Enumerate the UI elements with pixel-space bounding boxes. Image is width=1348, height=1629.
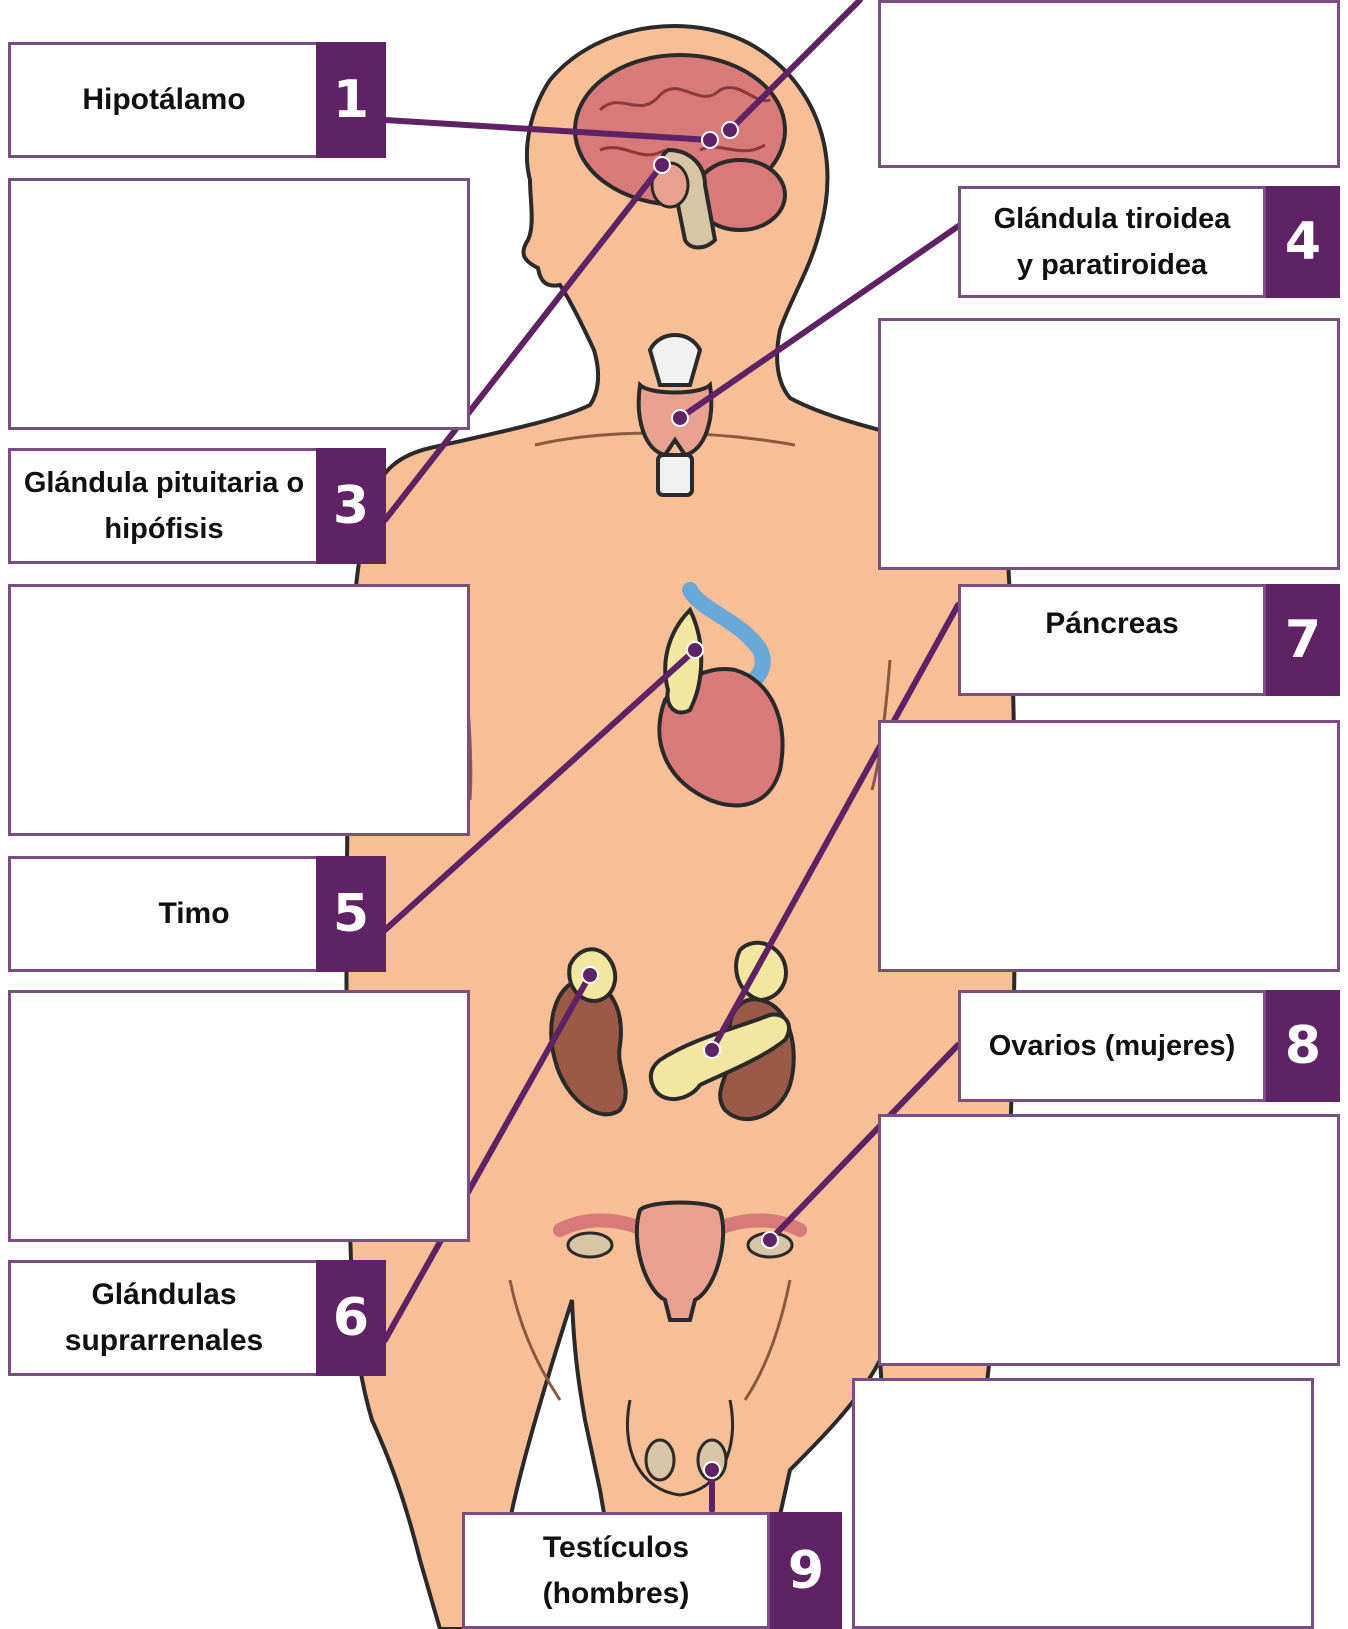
label-text-1: Hipotálamo	[82, 77, 245, 123]
leader-dot-9	[704, 1462, 720, 1478]
label-box-6: Glándulas suprarrenales	[8, 1260, 320, 1376]
number-tab-8: 8	[1266, 990, 1340, 1102]
answer-box-4[interactable]	[8, 584, 470, 836]
number-tab-1: 1	[316, 42, 386, 158]
leader-dot-7	[704, 1042, 720, 1058]
label-box-8: Ovarios (mujeres)	[958, 990, 1266, 1102]
label-box-4: Glándula tiroidea y paratiroidea	[958, 186, 1266, 298]
label-box-7: Páncreas	[958, 584, 1266, 696]
trachea	[658, 455, 692, 495]
label-text-3: Glándula pituitaria o hipófisis	[19, 460, 309, 552]
label-text-9: Testículos (hombres)	[531, 1525, 701, 1617]
label-text-4: Glándula tiroidea y paratiroidea	[982, 196, 1242, 288]
label-box-9: Testículos (hombres)	[462, 1512, 770, 1629]
answer-box-2[interactable]	[8, 178, 470, 430]
leader-dot-1	[702, 132, 718, 148]
answer-box-1[interactable]	[878, 0, 1340, 168]
answer-box-7[interactable]	[878, 1114, 1340, 1366]
left-ovary	[568, 1233, 612, 1257]
number-tab-4: 4	[1266, 186, 1340, 298]
leader-dot-3	[654, 157, 670, 173]
left-testis	[646, 1440, 674, 1480]
label-text-8: Ovarios (mujeres)	[989, 1023, 1236, 1069]
label-box-5: Timo	[8, 856, 320, 972]
number-tab-7: 7	[1266, 584, 1340, 696]
leader-dot-6	[582, 967, 598, 983]
label-text-6: Glándulas suprarrenales	[49, 1272, 279, 1364]
leader-dot-5	[687, 642, 703, 658]
number-tab-5: 5	[316, 856, 386, 972]
number-tab-9: 9	[770, 1512, 842, 1629]
number-tab-3: 3	[316, 448, 386, 564]
leader-dot-4	[672, 410, 688, 426]
leader-dot-8	[762, 1232, 778, 1248]
answer-box-5[interactable]	[878, 720, 1340, 972]
larynx	[650, 335, 700, 385]
answer-box-6[interactable]	[8, 990, 470, 1242]
label-box-3: Glándula pituitaria o hipófisis	[8, 448, 320, 564]
number-tab-6: 6	[316, 1260, 386, 1376]
label-box-1: Hipotálamo	[8, 42, 320, 158]
answer-box-8[interactable]	[852, 1378, 1314, 1629]
label-text-5: Timo	[98, 891, 229, 937]
leader-dot-2	[722, 122, 738, 138]
answer-box-3[interactable]	[878, 318, 1340, 570]
label-text-7: Páncreas	[1045, 601, 1178, 647]
